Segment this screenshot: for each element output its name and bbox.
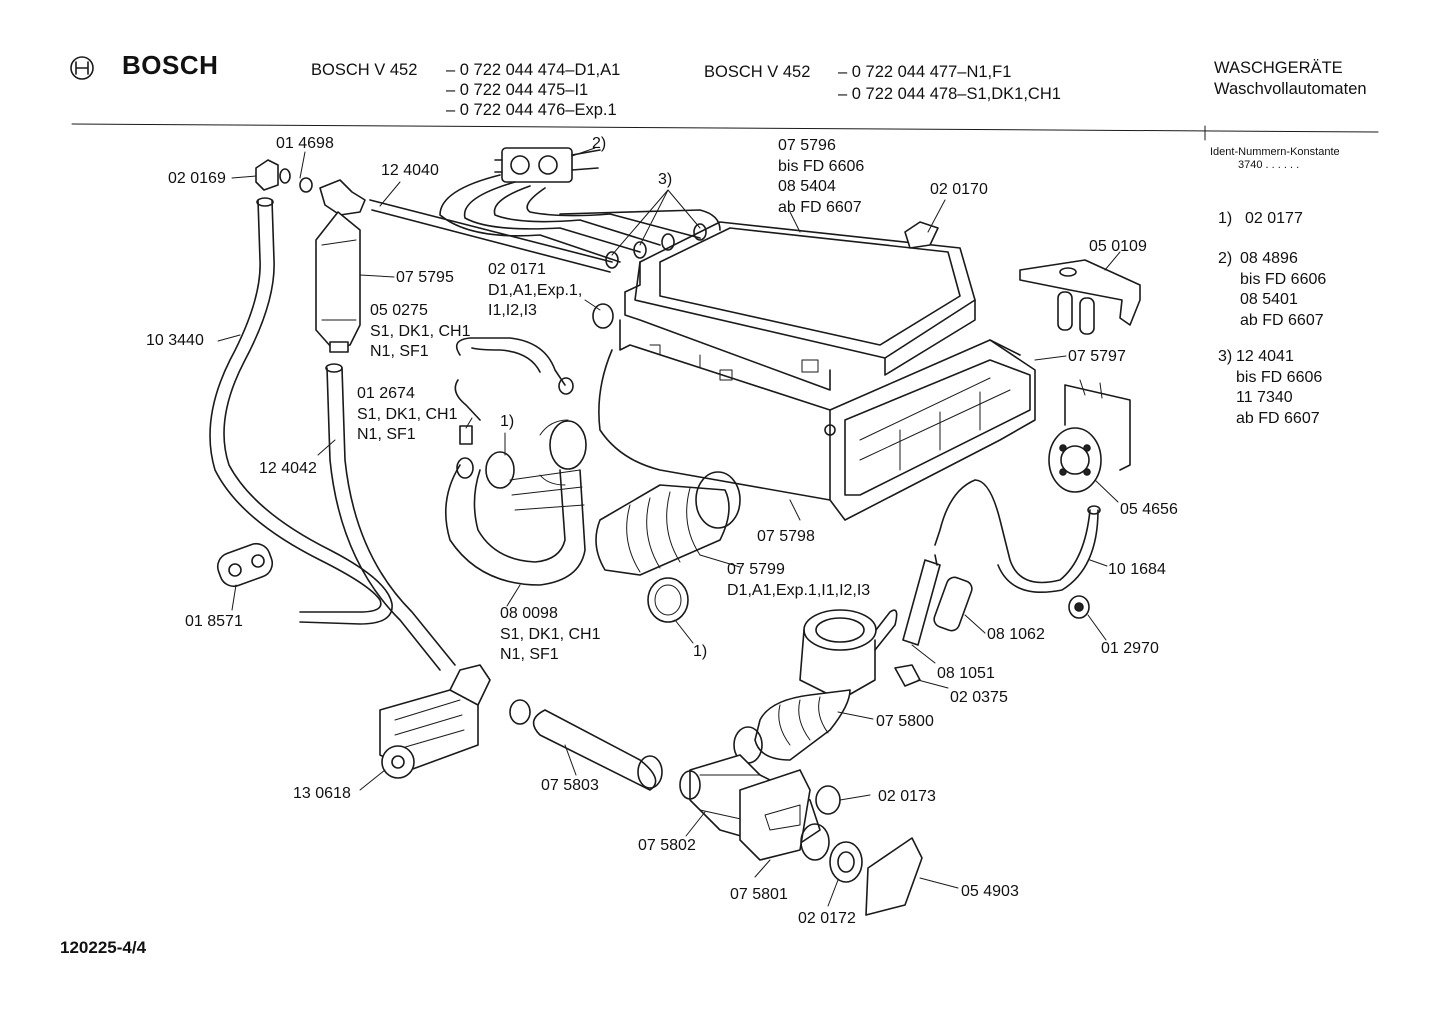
part-label-075798: 07 5798 [757,528,815,545]
part-label-020172: 02 0172 [798,910,856,927]
part-label-050109: 05 0109 [1089,238,1147,255]
part-label-018571: 01 8571 [185,613,243,630]
inlet-filter [315,211,361,353]
model-a: BOSCH V 452 [311,61,418,79]
callout-3: 3) [658,171,673,188]
callout-2: 2) [592,135,607,152]
header-divider [71,123,1379,133]
filter-housing [679,754,830,861]
cap-020172-inner [837,851,855,873]
note-2-num: 2) [1218,250,1233,267]
leader-lines [217,147,1121,907]
note-3-text: 12 4041 bis FD 6606 11 7340 ab FD 6607 [1236,348,1323,427]
part-label-012970: 01 2970 [1101,640,1159,657]
part-label-075796: 07 5796 bis FD 6606 08 5404 ab FD 6607 [778,137,865,216]
code-b-1: – 0 722 044 477–N1,F1 [838,63,1012,81]
part-label-081062: 08 1062 [987,626,1045,643]
note-3-num: 3) [1218,348,1233,365]
part-label-103440: 10 3440 [146,332,204,349]
hose-050275 [454,337,566,421]
gasket-018571 [216,542,274,588]
doc-number: 120225-4/4 [60,938,147,957]
code-a-1: – 0 722 044 474–D1,A1 [446,61,621,79]
part-label-020171: 02 0171 D1,A1,Exp.1, I1,I2,I3 [488,261,583,319]
part-label-012674: 01 2674 S1, DK1, CH1 N1, SF1 [357,385,458,443]
drain-pump [379,664,531,779]
hose-103440-end [256,197,274,207]
part-label-075799: 07 5799 D1,A1,Exp.1,I1,I2,I3 [727,561,871,599]
dispenser-housing [598,221,1036,521]
part-label-075800: 07 5800 [876,713,934,730]
part-label-075802: 07 5802 [638,837,696,854]
hose-075803 [532,709,657,791]
hose-124042 [326,367,456,671]
plug-012970-hole [1074,602,1084,612]
bracket-050109 [1019,259,1141,335]
bellows-075799 [595,471,741,576]
part-label-075797: 07 5797 [1068,348,1126,365]
pressure-switch [1048,379,1131,493]
note-1-num: 1) [1218,210,1233,227]
hose-080098 [444,419,587,586]
ident-value: 3740 . . . . . . [1238,159,1300,171]
model-b: BOSCH V 452 [704,63,811,81]
code-a-2: – 0 722 044 475–I1 [446,81,589,99]
hose-124040 [369,199,613,273]
plug-012970 [1068,595,1090,619]
part-label-075795: 07 5795 [396,269,454,286]
inlet-fittings [255,159,366,216]
part-label-020375: 02 0375 [950,689,1008,706]
bosch-logo-icon [70,56,94,80]
callout-1b: 1) [693,643,708,660]
hose-075803-end [637,755,663,789]
part-label-020170: 02 0170 [930,181,988,198]
cap-020172 [829,841,863,883]
subcategory: Waschvollautomaten [1214,80,1367,98]
part-label-130618: 13 0618 [293,785,351,802]
code-b-2: – 0 722 044 478–S1,DK1,CH1 [838,85,1061,103]
hose-103440 [209,199,393,625]
clamp-020375 [894,664,921,687]
ring-bellows-inner [654,584,682,616]
part-label-080098: 08 0098 S1, DK1, CH1 N1, SF1 [500,605,601,663]
water-valve [494,147,601,183]
part-label-101684: 10 1684 [1108,561,1166,578]
ring-020173 [815,785,841,815]
hose-050275-end [558,377,574,395]
code-a-3: – 0 722 044 476–Exp.1 [446,101,617,119]
part-label-124040: 12 4040 [381,162,439,179]
callout-1a: 1) [500,413,515,430]
category: WASCHGERÄTE [1214,59,1343,77]
ident-label: Ident-Nummern-Konstante [1210,146,1340,158]
part-label-054656: 05 4656 [1120,501,1178,518]
part-label-075803: 07 5803 [541,777,599,794]
hose-101684-end [1087,505,1101,515]
note-2-text: 08 4896 bis FD 6606 08 5401 ab FD 6607 [1240,250,1327,329]
note-1-text: 02 0177 [1245,210,1303,227]
brand-name: BOSCH [122,50,219,80]
sleeve-081062 [933,576,973,632]
hose-101684 [934,479,1099,593]
part-label-081051: 08 1051 [937,665,995,682]
tube-081051 [902,559,941,646]
ring-020171 [592,303,614,329]
part-label-050275: 05 0275 S1, DK1, CH1 N1, SF1 [370,302,471,360]
part-label-014698: 01 4698 [276,135,334,152]
part-label-075801: 07 5801 [730,886,788,903]
part-label-020169: 02 0169 [168,170,226,187]
part-label-020173: 02 0173 [878,788,936,805]
hose-124042-end [325,363,343,373]
part-label-124042: 12 4042 [259,460,317,477]
clamp-012674 [459,425,473,445]
clip-020170 [904,221,939,249]
cover-054903 [865,837,923,916]
tube-081051-tip [934,554,938,566]
sump-075800 [733,609,898,764]
part-label-054903: 05 4903 [961,883,1019,900]
ring-bellows [647,577,689,623]
